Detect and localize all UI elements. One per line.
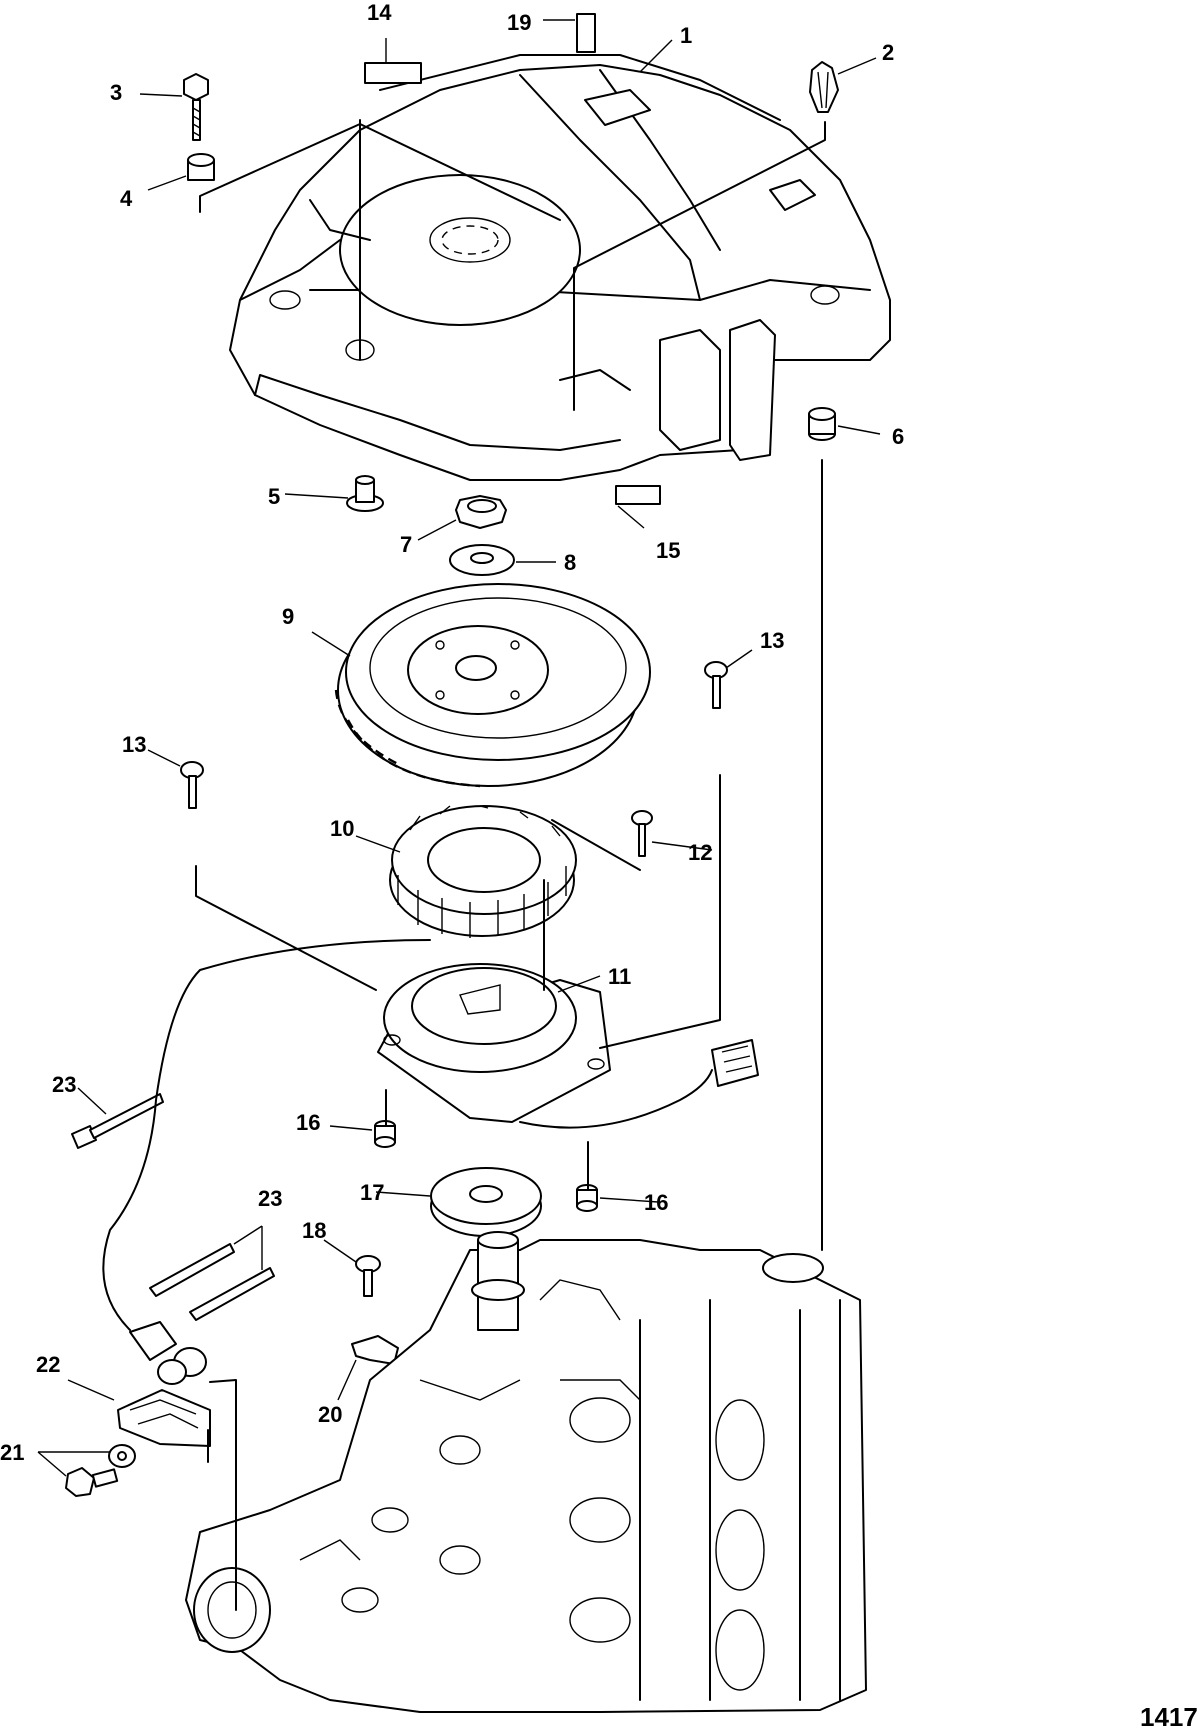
screw-12-icon [631, 810, 653, 857]
callout-23b: 23 [258, 1186, 282, 1211]
callout-8: 8 [564, 550, 576, 575]
callout-10: 10 [330, 816, 354, 841]
callout-4: 4 [120, 186, 133, 211]
trigger-plate-icon [430, 1167, 542, 1237]
stator-connector-icon [711, 1039, 759, 1087]
callout-21: 21 [0, 1440, 24, 1465]
callout-labels: 14 19 1 2 3 4 5 6 7 8 15 9 13 13 10 12 1… [0, 0, 904, 1465]
callout-1: 1 [680, 23, 692, 48]
callout-13a: 13 [760, 628, 784, 653]
callout-13b: 13 [122, 732, 146, 757]
callout-16b: 16 [644, 1190, 668, 1215]
flywheel-cover-icon [229, 54, 891, 481]
bracket-icon [351, 1335, 399, 1365]
stator-base-icon [377, 963, 611, 1123]
callout-20: 20 [318, 1402, 342, 1427]
decal-19-icon [576, 13, 596, 53]
washer-icon [449, 544, 515, 576]
flywheel-nut-icon [455, 495, 507, 529]
callout-18: 18 [302, 1218, 326, 1243]
callout-6: 6 [892, 424, 904, 449]
callout-23a: 23 [52, 1072, 76, 1097]
callout-17: 17 [360, 1180, 384, 1205]
callout-3: 3 [110, 80, 122, 105]
decal-15-icon [615, 485, 661, 505]
callout-5: 5 [268, 484, 280, 509]
screw-and-washer-icon [65, 1444, 136, 1497]
callout-2: 2 [882, 40, 894, 65]
grommet-icon [187, 153, 215, 181]
grommet-6-icon [808, 407, 836, 441]
engine-block-icon [185, 1231, 867, 1713]
screw-18-icon [355, 1255, 381, 1297]
grommet-5-icon [346, 475, 384, 512]
callout-19: 19 [507, 10, 531, 35]
callout-12: 12 [688, 840, 712, 865]
figure-number: 1417 [1140, 1702, 1198, 1732]
harness-connector-icon [129, 1321, 207, 1385]
screw-icon [183, 73, 209, 141]
screw-13b-icon [180, 761, 204, 809]
decal-14-icon [364, 62, 422, 84]
callout-14: 14 [367, 0, 392, 25]
bushing-16a-icon [374, 1120, 396, 1148]
flywheel-icon [334, 583, 651, 788]
cable-tie-icon [71, 1093, 275, 1321]
callout-11: 11 [608, 964, 631, 989]
callout-22: 22 [36, 1352, 60, 1377]
callout-15: 15 [656, 538, 680, 563]
callout-9: 9 [282, 604, 294, 629]
leader-lines [37, 19, 881, 1477]
bushing-16b-icon [576, 1184, 598, 1212]
retainer-clip-icon [809, 61, 839, 113]
assembly-lines [102, 119, 826, 1611]
connector-bracket-icon [117, 1389, 211, 1463]
callout-7: 7 [400, 532, 412, 557]
callout-16a: 16 [296, 1110, 320, 1135]
screw-13a-icon [704, 661, 728, 709]
stator-icon [389, 805, 577, 938]
